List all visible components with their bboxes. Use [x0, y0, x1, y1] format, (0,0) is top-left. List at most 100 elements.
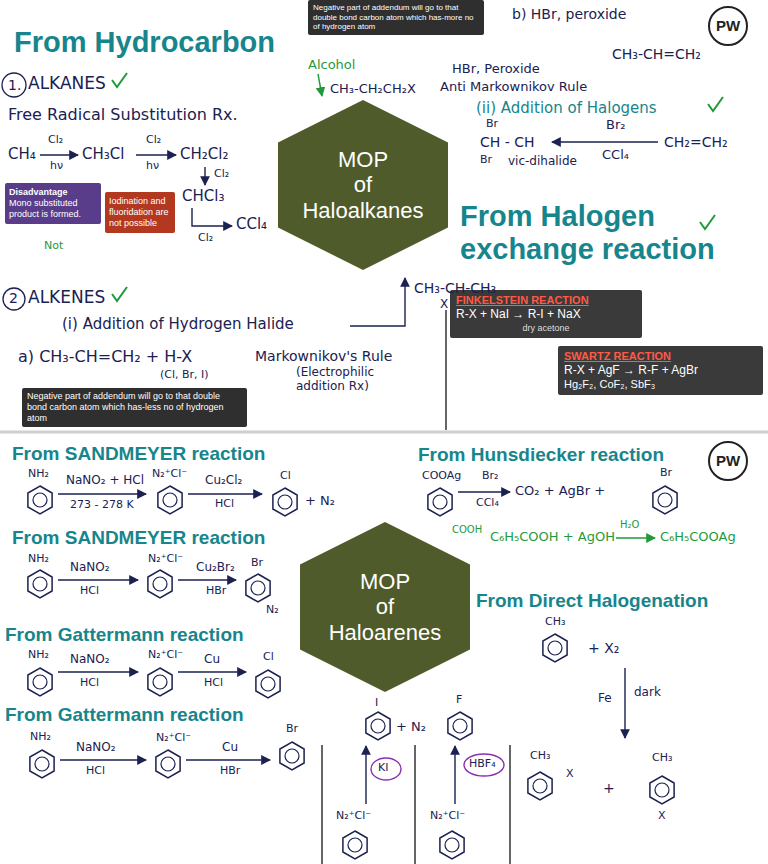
annotation-text: COOH: [452, 524, 482, 536]
benzene-ring: [366, 712, 390, 740]
annotation-text: N₂⁺Cl⁻: [156, 732, 191, 745]
annotation-text: HBr: [206, 585, 226, 598]
annotation-text: 2: [9, 290, 18, 306]
hexagon-content: MOP of Haloalkanes: [278, 100, 448, 270]
annotation-text: NaNO₂: [70, 653, 110, 667]
annotation-text: X: [440, 298, 448, 312]
annotation-text: HCl: [80, 585, 99, 598]
benzene-ring: [650, 776, 674, 804]
annotation-text: Cu: [204, 653, 220, 667]
reaction-arrow: [40, 154, 78, 155]
annotation-text: Br₂: [606, 118, 625, 133]
hexagon-content: MOP of Haloarenes: [300, 522, 470, 692]
annotation-text: C₆H₅COOAg: [660, 530, 736, 545]
annotation-text: N₂: [266, 604, 279, 617]
benzene-ring: [256, 670, 280, 698]
annotation-text: CCl₄: [236, 216, 267, 233]
annotation-text: H₂O: [620, 519, 639, 531]
check-mark: [112, 287, 127, 301]
annotation-text: Br: [251, 557, 263, 570]
reaction-arrow: [58, 579, 138, 580]
annotation-text: 1.: [8, 77, 21, 93]
annotation-text: N₂⁺Cl⁻: [336, 810, 371, 823]
annotation-text: + N₂: [396, 720, 426, 735]
annotation-text: Cu₂Cl₂: [205, 474, 242, 488]
annotation-text: X: [658, 810, 666, 823]
note-box: DisadvantageMono substituted product is …: [5, 183, 101, 224]
logo-circle: [709, 442, 747, 480]
annotation-text: N₂⁺Cl⁻: [152, 468, 187, 481]
annotation-text: CH₂=CH₂: [664, 134, 728, 150]
annotation-text: CCl₄: [476, 497, 499, 510]
benzene-ring: [440, 831, 464, 859]
benzene-ring: [448, 712, 472, 740]
annotation-text: vic-dihalide: [508, 155, 577, 169]
annotation-text: CHCl₃: [182, 188, 224, 205]
annotation-text: N₂⁺Cl⁻: [148, 553, 183, 566]
section-line: [321, 745, 323, 864]
heading-text: From Halogen exchange reaction: [460, 200, 764, 267]
reaction-arrow: [454, 746, 455, 804]
annotation-text: HCl: [80, 677, 99, 690]
annotation-text: Br: [480, 154, 492, 167]
annotation-text: Cl₂: [48, 134, 63, 147]
reaction-arrow: [58, 671, 138, 672]
heading-text: From Hunsdiecker reaction: [418, 444, 664, 466]
annotation-text: N₂⁺Cl⁻: [430, 810, 465, 823]
annotation-text: Cl₂: [198, 232, 213, 245]
annotation-text: CH₃: [545, 616, 565, 629]
benzene-ring: [280, 742, 304, 770]
note-box: Iodination and fluoridation are not poss…: [105, 192, 175, 233]
annotation-text: CH₄: [8, 146, 36, 163]
hexagon-fill: [300, 522, 470, 692]
annotation-text: Cl₂: [214, 168, 229, 181]
reaction-arrow: [192, 208, 232, 226]
annotation-text: NH₂: [30, 731, 51, 744]
annotation-text: NH₂: [28, 468, 49, 481]
annotation-text: CH₃: [652, 752, 672, 765]
check-mark: [708, 97, 723, 111]
annotation-text: CH₂Cl₂: [180, 146, 228, 163]
benzene-ring: [28, 668, 52, 696]
annotation-text: Br: [486, 118, 498, 131]
benzene-ring: [28, 486, 52, 514]
annotation-text: Cl: [280, 470, 291, 483]
note-subtext: dry acetone: [456, 323, 636, 334]
number-circle: [3, 288, 25, 310]
benzene-ring: [156, 750, 180, 778]
section-line: [414, 745, 416, 864]
note-subtext: Hg₂F₂, CoF₂, SbF₃: [564, 378, 757, 391]
heading-text: From Gattermann reaction: [5, 624, 244, 646]
annotation-text: ALKENES: [28, 288, 105, 308]
annotation-text: Free Radical Substitution Rx.: [8, 106, 238, 124]
reaction-arrow: [204, 167, 205, 185]
annotation-text: (ii) Addition of Halogens: [476, 100, 657, 117]
annotation-text: Fe: [598, 692, 612, 706]
reaction-arrow: [188, 493, 262, 494]
annotation-text: + X₂: [588, 640, 619, 656]
reaction-arrow: [458, 491, 510, 492]
annotation-text: hν: [50, 160, 63, 173]
annotation-text: (Electrophilic addition Rx): [296, 366, 402, 394]
logo-circle: [709, 7, 747, 45]
annotation-text: NaNO₂: [76, 741, 116, 755]
benzene-ring: [428, 488, 452, 516]
annotation-text: F: [456, 694, 462, 707]
annotation-text: b) HBr, peroxide: [512, 6, 626, 22]
annotation-text: ALKANES: [28, 74, 106, 94]
benzene-ring: [543, 634, 567, 662]
annotation-text: COOAg: [422, 470, 461, 483]
reaction-arrow: [186, 759, 270, 760]
heading-text: From SANDMEYER reaction: [12, 443, 265, 465]
annotation-text: Br₂: [482, 470, 498, 483]
reaction-arrow: [552, 141, 658, 142]
note-subtext: Mono substituted product is formed.: [9, 198, 97, 220]
note-text: Negative part of addendum will go to tha…: [27, 391, 242, 423]
note-subtext: R-X + AgF → R-F + AgBr: [564, 363, 757, 377]
annotation-text: N₂⁺Cl⁻: [148, 649, 183, 662]
annotation-text: CH₃-CH=CH₂: [612, 46, 701, 62]
annotation-text: (i) Addition of Hydrogen Halide: [62, 316, 294, 333]
heading-text: From SANDMEYER reaction: [12, 527, 265, 549]
annotation-text: dark: [634, 686, 661, 700]
benzene-ring: [246, 574, 270, 602]
